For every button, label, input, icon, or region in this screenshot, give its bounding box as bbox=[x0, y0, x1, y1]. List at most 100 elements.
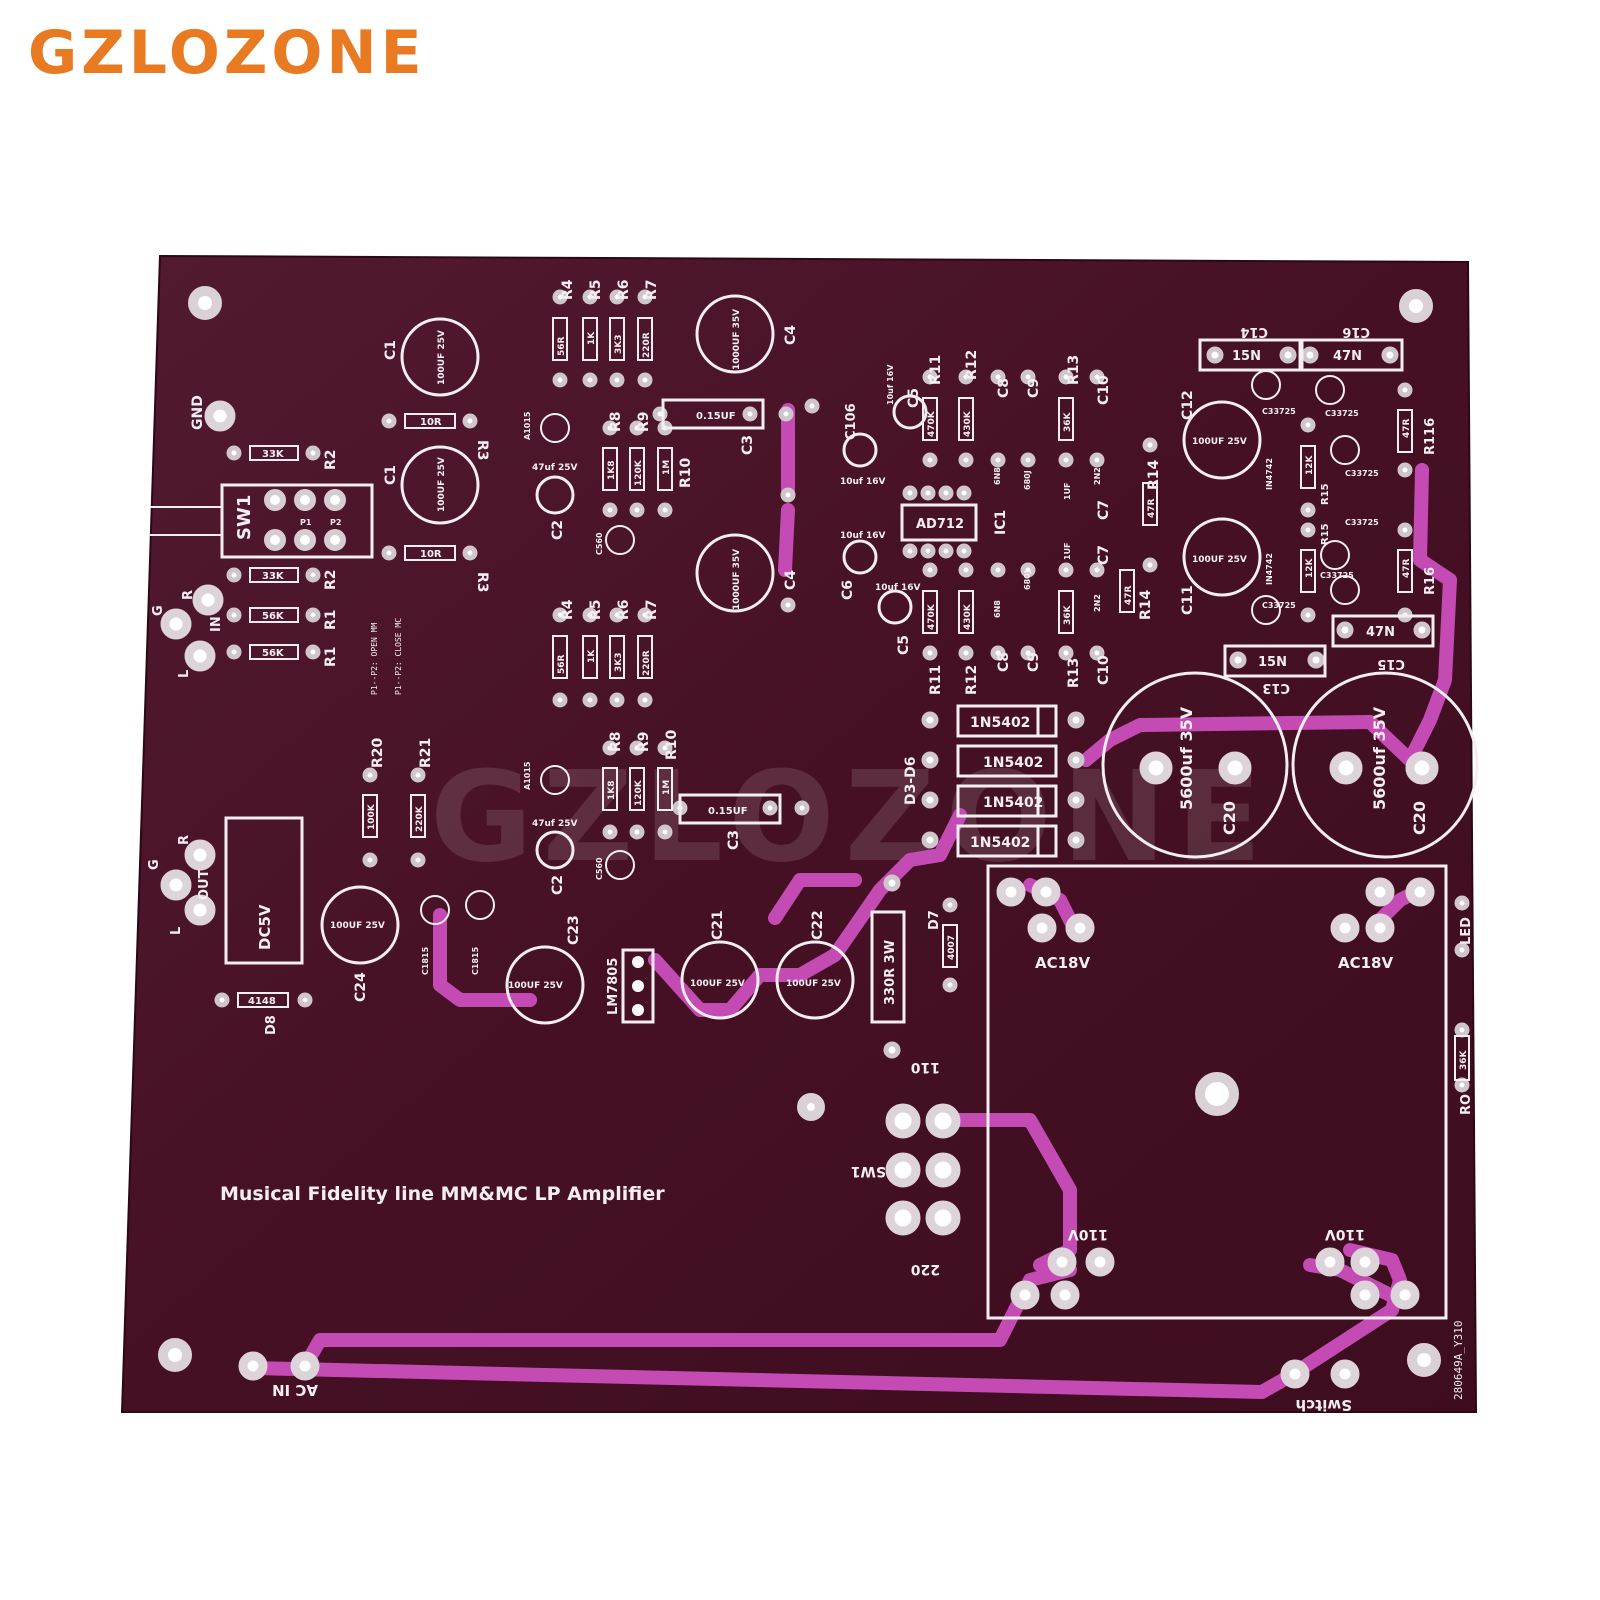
label-r5a: R5 bbox=[588, 279, 604, 300]
label-sw1-bottom: SW1 bbox=[851, 1163, 886, 1179]
label-1m-b: 1M bbox=[662, 780, 672, 795]
label-r-out: R bbox=[177, 835, 192, 845]
label-in4742-b: IN4742 bbox=[1265, 553, 1274, 585]
label-220r-a: 220R bbox=[642, 332, 652, 358]
label-100uf-c1b: 100UF 25V bbox=[437, 457, 447, 512]
label-r9b: R9 bbox=[636, 731, 652, 752]
label-r10b: R10 bbox=[664, 729, 680, 760]
label-c11: C11 bbox=[1180, 585, 1196, 615]
brand-logo: GZLOZONE bbox=[28, 18, 426, 88]
label-c7b: C7 bbox=[1096, 545, 1112, 565]
label-r2a: R2 bbox=[323, 449, 339, 470]
label-c8a: C8 bbox=[996, 378, 1012, 398]
label-r11b: R11 bbox=[928, 665, 944, 695]
label-c7a: C7 bbox=[1096, 500, 1112, 520]
label-56k-b: 56K bbox=[262, 648, 285, 659]
label-c9b: C9 bbox=[1026, 652, 1042, 672]
label-gnd: GND bbox=[190, 395, 206, 430]
label-10uf-b: 10uf 16V bbox=[840, 531, 886, 541]
label-r14b: R14 bbox=[1138, 589, 1154, 620]
label-r-in: R bbox=[181, 590, 196, 600]
label-g-in: G bbox=[151, 605, 166, 616]
label-1k8-b: 1K8 bbox=[607, 781, 617, 801]
label-36k-b: 36K bbox=[1063, 604, 1073, 625]
diode-bridge bbox=[956, 704, 1058, 858]
label-100uf-c21: 100UF 25V bbox=[690, 979, 745, 989]
label-a1015-a: A1015 bbox=[523, 411, 532, 440]
label-10uf-c: 10uf 16V bbox=[875, 583, 921, 593]
label-430k-a: 430K bbox=[963, 410, 973, 437]
label-c4a: C4 bbox=[783, 325, 799, 345]
sw1-switch bbox=[150, 483, 374, 559]
label-330r: 330R 3W bbox=[883, 940, 898, 1005]
label-r8a: R8 bbox=[608, 411, 624, 432]
label-r4b: R4 bbox=[560, 599, 576, 620]
label-12k-b: 12K bbox=[1305, 557, 1315, 578]
label-r3b: R3 bbox=[474, 572, 490, 593]
label-c1815-a: C1815 bbox=[421, 946, 430, 975]
label-1m-a: 1M bbox=[662, 460, 672, 475]
label-c33725-b: C33725 bbox=[1325, 409, 1359, 418]
label-r11a: R11 bbox=[928, 355, 944, 385]
jumper-note-2: P1--P2: CLOSE MC bbox=[394, 618, 403, 695]
label-c21: C21 bbox=[710, 910, 726, 940]
ic-ad712 bbox=[900, 503, 978, 542]
transistors bbox=[420, 370, 1360, 925]
lm7805-regulator bbox=[621, 948, 655, 1024]
label-r4a: R4 bbox=[560, 279, 576, 300]
label-100uf-c11: 100UF 25V bbox=[1192, 555, 1247, 565]
label-c33725-d: C33725 bbox=[1345, 518, 1379, 527]
label-c5a: C5 bbox=[906, 388, 922, 408]
label-1000uf-b: 1000UF 35V bbox=[732, 549, 742, 610]
label-10uf-d: 10uf 16V bbox=[886, 364, 895, 405]
label-r5b: R5 bbox=[588, 599, 604, 620]
label-47uf-a: 47uf 25V bbox=[532, 463, 578, 473]
label-015uf-a: 0.15UF bbox=[696, 411, 736, 422]
label-c10b: C10 bbox=[1096, 655, 1112, 685]
label-5600uf-b: 5600uf 35V bbox=[1370, 706, 1389, 810]
label-c23: C23 bbox=[566, 915, 582, 945]
label-r20: R20 bbox=[370, 737, 386, 768]
label-c20b: C20 bbox=[1410, 801, 1429, 835]
label-in4742-a: IN4742 bbox=[1265, 458, 1274, 490]
resistor-bodies bbox=[237, 317, 1470, 1081]
label-6n8-b: 6N8 bbox=[993, 600, 1002, 618]
label-r1b: R1 bbox=[323, 646, 339, 667]
label-47r-a: 47R bbox=[1147, 498, 1157, 518]
label-680j-a: 680J bbox=[1023, 470, 1032, 490]
label-4148: 4148 bbox=[248, 996, 276, 1007]
label-p2: P2 bbox=[330, 518, 341, 527]
label-1n5402-a: 1N5402 bbox=[970, 715, 1030, 731]
filter-capacitors bbox=[1101, 671, 1479, 859]
label-47uf-b: 47uf 25V bbox=[532, 819, 578, 829]
label-5600uf-a: 5600uf 35V bbox=[1177, 706, 1196, 810]
label-100uf-c24: 100UF 25V bbox=[330, 921, 385, 931]
label-r1a: R1 bbox=[323, 609, 339, 630]
transformer-outline bbox=[986, 864, 1448, 1320]
label-120k-a: 120K bbox=[634, 459, 644, 486]
label-r21: R21 bbox=[418, 738, 434, 768]
label-100uf-c1a: 100UF 25V bbox=[437, 330, 447, 385]
jumper-note-1: P1--P2: OPEN MM bbox=[370, 623, 379, 695]
label-36k-ro: 36K bbox=[1459, 1049, 1469, 1070]
label-ic1: IC1 bbox=[993, 510, 1009, 535]
label-r6a: R6 bbox=[616, 279, 632, 300]
label-r13b: R13 bbox=[1066, 658, 1082, 688]
label-c1a: C1 bbox=[383, 340, 399, 360]
label-c33725-c: C33725 bbox=[1345, 469, 1379, 478]
label-3k3-b: 3K3 bbox=[614, 653, 624, 673]
label-100k: 100K bbox=[367, 803, 377, 830]
label-c560-b: C560 bbox=[595, 857, 604, 880]
label-47n-a: 47N bbox=[1333, 349, 1362, 364]
label-c1815-b: C1815 bbox=[471, 946, 480, 975]
label-680j-b: 680J bbox=[1023, 570, 1032, 590]
label-220k: 220K bbox=[415, 805, 425, 832]
label-12k-a: 12K bbox=[1305, 454, 1315, 475]
label-c3b: C3 bbox=[726, 830, 742, 850]
label-c560-a: C560 bbox=[595, 532, 604, 555]
label-g-out: G bbox=[147, 859, 162, 870]
label-c4b: C4 bbox=[783, 570, 799, 590]
label-r2b: R2 bbox=[323, 569, 339, 590]
label-sw1: SW1 bbox=[234, 495, 255, 540]
